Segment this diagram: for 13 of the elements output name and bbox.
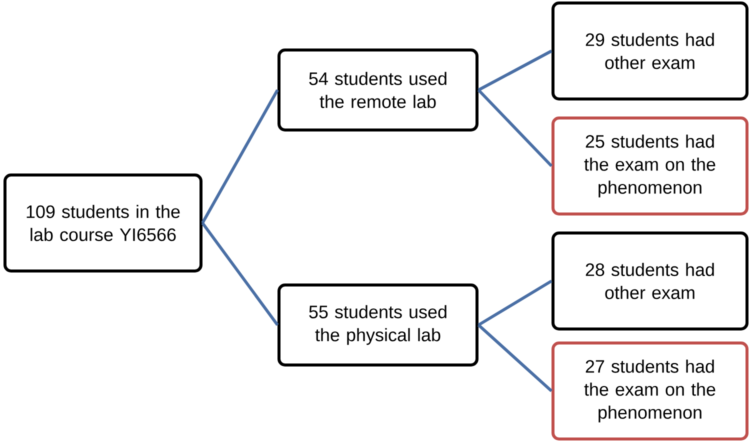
process-box: 27 students had the exam on the phenomenon bbox=[552, 342, 748, 440]
connector-line bbox=[201, 222, 279, 326]
connector-line bbox=[478, 324, 553, 392]
connector-line bbox=[478, 280, 552, 326]
connector-line bbox=[201, 89, 279, 224]
process-box: 109 students in the lab course YI6566 bbox=[4, 174, 202, 272]
process-box: 55 students used the physical lab bbox=[278, 284, 478, 366]
connector-line bbox=[477, 88, 553, 168]
process-box: 54 students used the remote lab bbox=[278, 48, 478, 132]
process-box: 25 students had the exam on the phenomenon bbox=[552, 116, 748, 216]
process-box: 29 students had other exam bbox=[552, 2, 748, 100]
connector-line bbox=[478, 50, 552, 92]
process-box: 28 students had other exam bbox=[552, 232, 748, 330]
